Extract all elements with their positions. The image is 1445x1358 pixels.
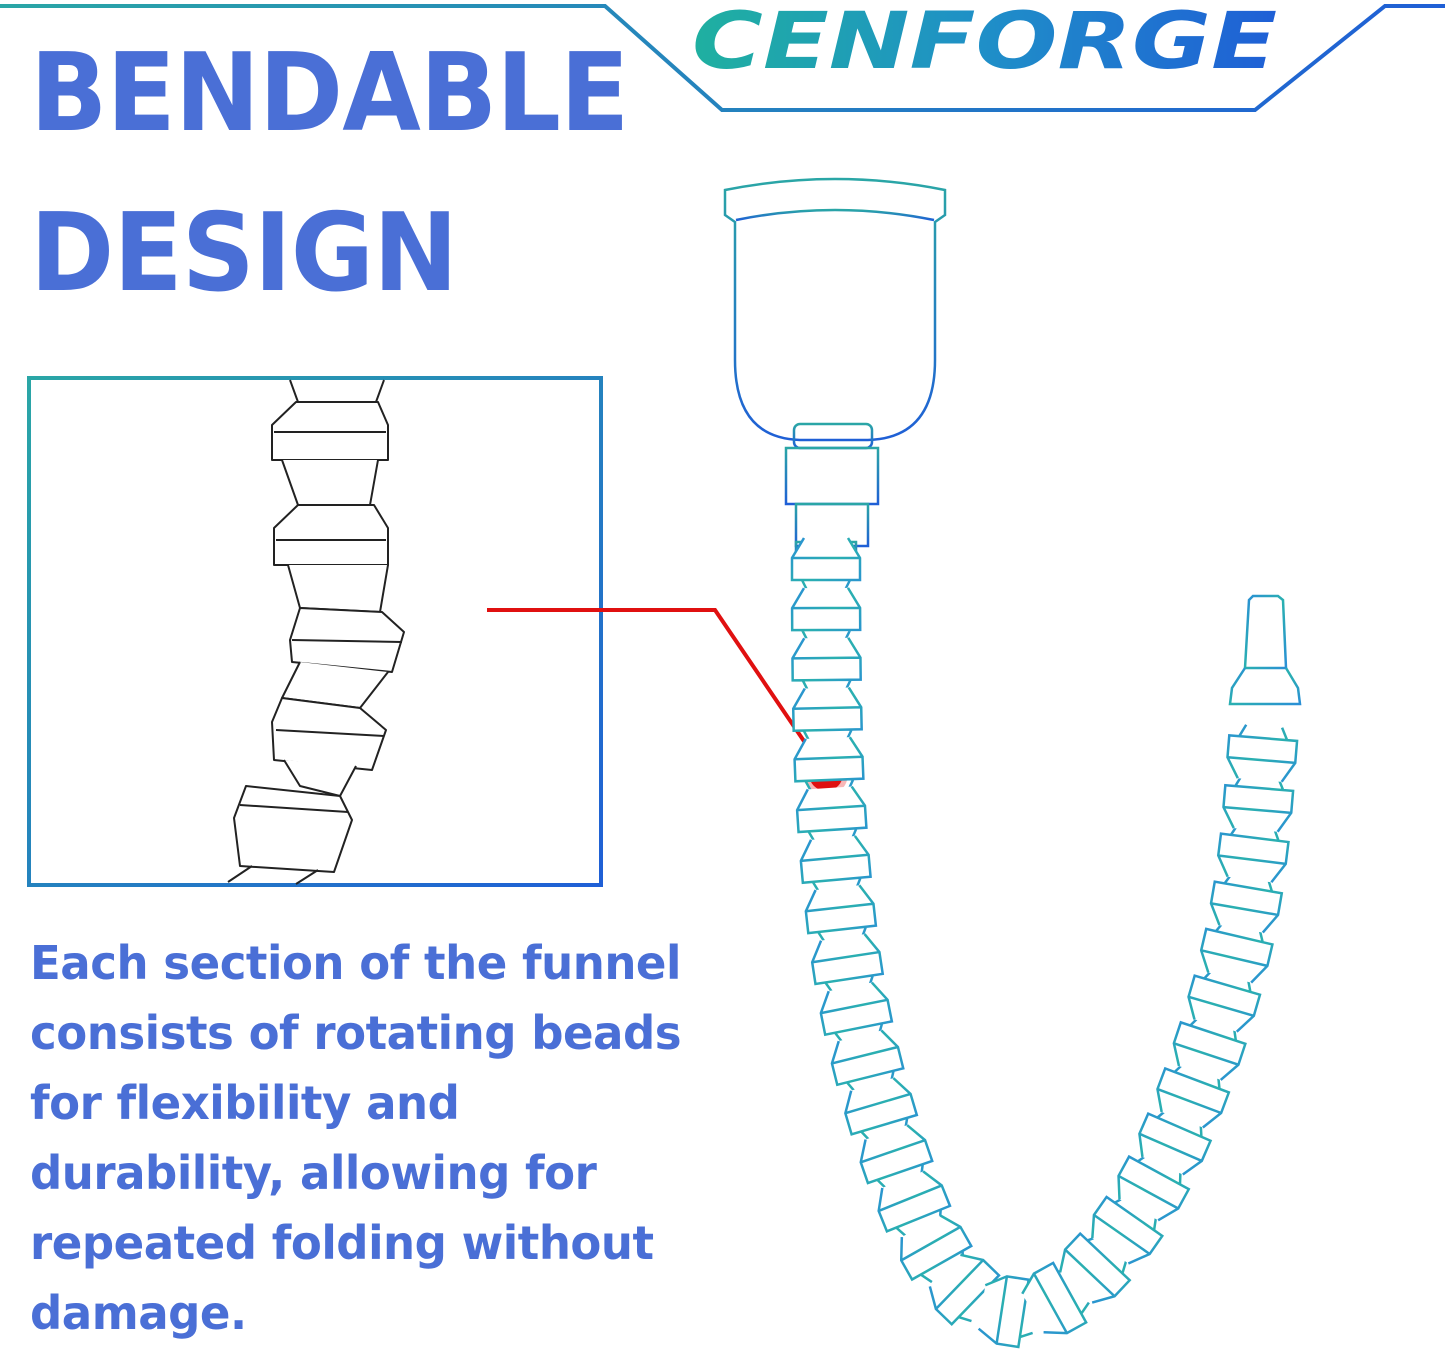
tube-bead xyxy=(810,933,885,995)
tube-bead xyxy=(844,1077,919,1143)
headline-line-1: BENDABLE xyxy=(30,31,629,156)
tube-bead xyxy=(791,637,862,693)
funnel-connector xyxy=(784,422,880,560)
tube-bead xyxy=(790,537,862,593)
zoom-inset-frame xyxy=(27,376,603,887)
tube-tip xyxy=(1228,594,1302,706)
tube-bead xyxy=(1091,1195,1165,1265)
tube-bead xyxy=(804,884,878,944)
zoomed-beads-drawing xyxy=(227,379,405,885)
feature-description: Each section of the funnel consists of r… xyxy=(30,936,682,1340)
tube-bead xyxy=(791,686,863,743)
tube-bead xyxy=(830,1029,905,1094)
tube-bead xyxy=(1117,1152,1191,1222)
tube-bead xyxy=(899,1214,973,1284)
tube-bead xyxy=(1209,871,1284,934)
funnel-cup xyxy=(723,177,947,442)
tube-bead xyxy=(790,587,862,643)
tube-bead xyxy=(1187,967,1262,1033)
tube-bead xyxy=(928,1253,1001,1327)
tube-bead xyxy=(1172,1015,1247,1081)
tube-bead xyxy=(1216,823,1290,884)
tube-bead xyxy=(1199,920,1274,984)
tube-bead xyxy=(1226,724,1299,783)
tube-bead xyxy=(1058,1231,1132,1304)
header-frame xyxy=(0,3,1445,112)
svg-text:CENFORGE: CENFORGE xyxy=(692,0,1277,87)
tube-bead xyxy=(795,785,868,844)
tube-bead xyxy=(1156,1061,1231,1129)
tube-bead xyxy=(793,736,865,794)
tube-bead xyxy=(1021,1261,1090,1335)
tube-bead xyxy=(1138,1108,1213,1176)
tube-bead xyxy=(799,835,872,894)
tube-bead xyxy=(877,1170,952,1238)
cenforge-logo: CENFORGE xyxy=(692,0,1277,87)
bendable-tube xyxy=(790,537,1299,1349)
tube-bead xyxy=(859,1124,934,1191)
tube-bead xyxy=(1222,773,1295,833)
headline-line-2: DESIGN xyxy=(30,191,458,316)
tube-bead xyxy=(819,981,894,1045)
